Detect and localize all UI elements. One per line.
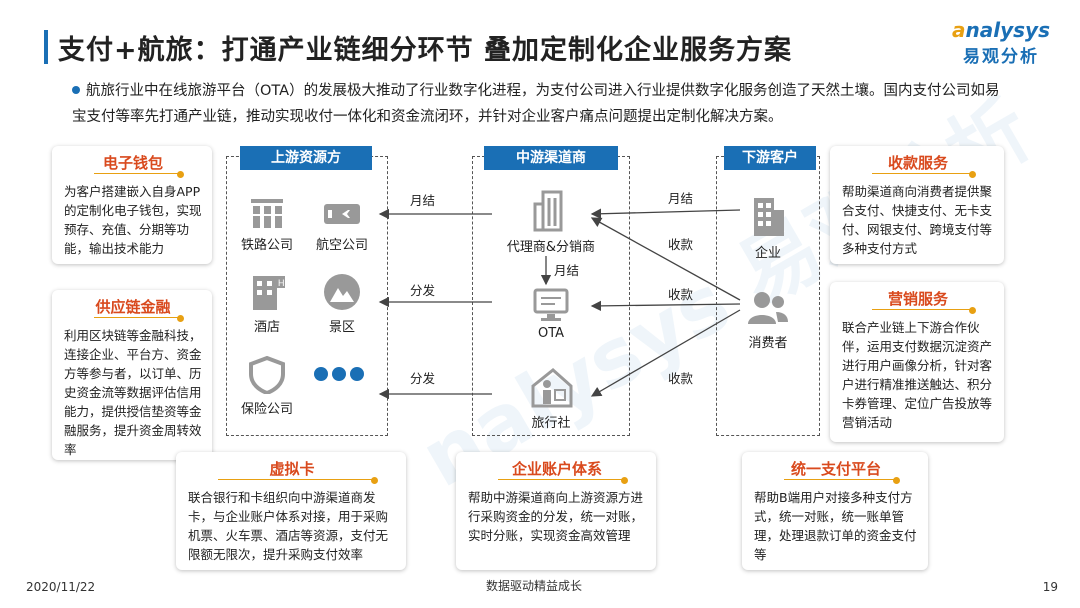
card-body: 联合产业链上下游合作伙伴，运用支付数据沉淀资产进行用户画像分析，针对客户进行精准… [842, 320, 993, 430]
downstream-header: 下游客户 [724, 146, 816, 170]
label-distribute-1: 分发 [410, 283, 436, 298]
bullet-dot [72, 86, 80, 94]
house-person-icon [531, 368, 573, 408]
node-travel-agency: 旅行社 [496, 366, 606, 431]
node-ota: OTA [496, 288, 606, 341]
node-agent: 代理商&分销商 [496, 190, 606, 255]
label-monthly-up: 月结 [410, 193, 436, 208]
node-insurance: 保险公司 [234, 356, 300, 417]
node-railway: 铁路公司 [234, 196, 300, 253]
logo-letter-a: a [952, 18, 966, 42]
card-marketing-service: 营销服务 联合产业链上下游合作伙伴，运用支付数据沉淀资产进行用户画像分析，针对客… [830, 282, 1004, 442]
ticket-icon [324, 204, 360, 224]
card-title: 电子钱包 [64, 146, 202, 178]
footer-slogan: 数据驱动精益成长 [486, 579, 583, 593]
label-monthly-right: 月结 [668, 191, 694, 206]
node-airline: 航空公司 [306, 196, 378, 253]
intro-text: 航旅行业中在线旅游平台（OTA）的发展极大推动了行业数字化进程，为支付公司进入行… [72, 78, 1012, 130]
shield-icon [249, 356, 285, 394]
node-enterprise: 企业 [732, 196, 804, 261]
card-body: 联合银行和卡组织向中游渠道商发卡，与企业账户体系对接，用于采购机票、火车票、酒店… [188, 490, 389, 562]
page-title: 支付+航旅：打通产业链细分环节 叠加定制化企业服务方案 [58, 35, 793, 66]
card-body: 利用区块链等金融科技，连接企业、平台方、资金方等参与者，以订单、历史资金流等数据… [64, 328, 202, 457]
more-dots [314, 366, 374, 382]
node-scenic: 景区 [306, 272, 378, 335]
card-supply-chain-finance: 供应链金融 利用区块链等金融科技，连接企业、平台方、资金方等参与者，以订单、历史… [52, 290, 212, 460]
card-title: 收款服务 [842, 146, 994, 178]
upstream-header: 上游资源方 [240, 146, 372, 170]
card-enterprise-account: 企业账户体系 帮助中游渠道商向上游资源方进行采购资金的分发，统一对账，实时分账，… [456, 452, 656, 570]
card-body: 为客户搭建嵌入自身APP的定制化电子钱包，实现预存、充值、分期等功能，输出技术能… [64, 184, 202, 256]
monitor-icon [533, 288, 569, 321]
footer-date: 2020/11/22 [26, 580, 96, 594]
label-collect-3: 收款 [668, 371, 694, 386]
card-virtual-card: 虚拟卡 联合银行和卡组织向中游渠道商发卡，与企业账户体系对接，用于采购机票、火车… [176, 452, 406, 570]
card-body: 帮助渠道商向消费者提供聚合支付、快捷支付、无卡支付、网银支付、跨境支付等多种支付… [842, 184, 993, 256]
card-title: 虚拟卡 [188, 452, 396, 484]
card-unified-payment: 统一支付平台 帮助B端用户对接多种支付方式，统一对账，统一账单管理，处理退款订单… [742, 452, 928, 570]
title-accent-bar [44, 30, 48, 64]
node-consumer: 消费者 [732, 288, 804, 351]
label-distribute-2: 分发 [410, 371, 436, 386]
label-collect-2: 收款 [668, 287, 694, 302]
train-icon [251, 199, 283, 228]
logo-en-text: nalysys [965, 18, 1050, 42]
card-collection-service: 收款服务 帮助渠道商向消费者提供聚合支付、快捷支付、无卡支付、网银支付、跨境支付… [830, 146, 1004, 264]
intro-paragraph: 航旅行业中在线旅游平台（OTA）的发展极大推动了行业数字化进程，为支付公司进入行… [72, 83, 1000, 125]
page-number: 19 [1042, 580, 1058, 594]
card-ewallet: 电子钱包 为客户搭建嵌入自身APP的定制化电子钱包，实现预存、充值、分期等功能，… [52, 146, 212, 264]
users-icon [748, 292, 788, 324]
card-body: 帮助B端用户对接多种支付方式，统一对账，统一账单管理，处理退款订单的资金支付等 [754, 490, 917, 562]
card-title: 统一支付平台 [754, 452, 918, 484]
logo-cn-text: 易观分析 [963, 47, 1039, 67]
card-title: 营销服务 [842, 282, 994, 314]
label-collect-1: 收款 [668, 237, 694, 252]
card-title: 供应链金融 [64, 290, 202, 322]
node-hotel: H 酒店 [234, 272, 300, 335]
card-title: 企业账户体系 [468, 452, 646, 484]
analysys-logo: analysys 易观分析 [952, 18, 1050, 67]
midstream-header: 中游渠道商 [484, 146, 618, 170]
building-icon [533, 190, 563, 232]
office-building-icon [754, 198, 784, 236]
svg-text:H: H [278, 278, 285, 288]
label-monthly-mid: 月结 [554, 263, 580, 278]
mountain-icon [324, 274, 360, 310]
card-body: 帮助中游渠道商向上游资源方进行采购资金的分发，统一对账，实时分账，实现资金高效管… [468, 490, 644, 543]
hotel-icon: H [253, 276, 285, 310]
